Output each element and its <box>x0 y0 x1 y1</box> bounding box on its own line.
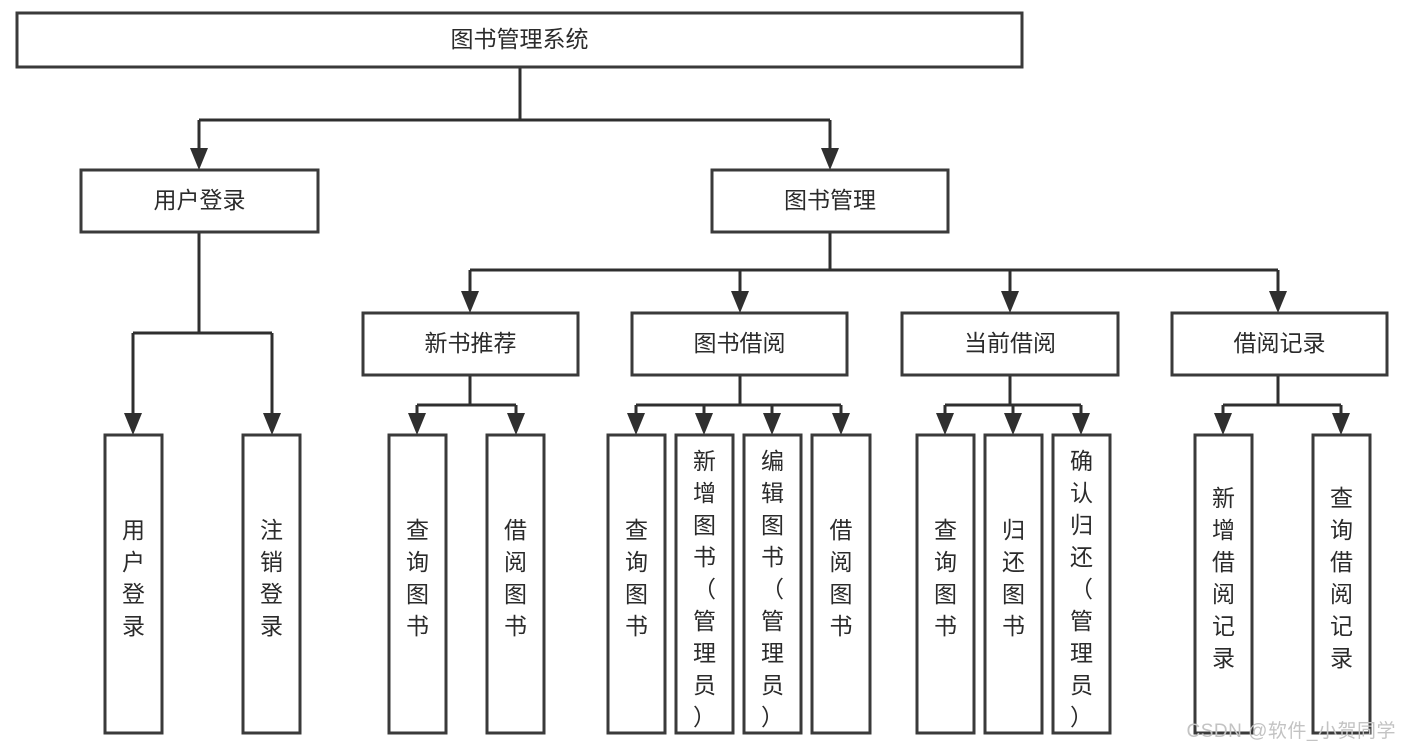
book-manage-drop-1-arrowhead <box>731 291 749 313</box>
node-leaf-query-book-recommend-box[interactable] <box>387 433 448 735</box>
node-leaf-return-book-box[interactable] <box>983 433 1044 735</box>
user-login-drop-1-arrowhead <box>263 413 281 435</box>
user-login-drop-0-arrowhead <box>124 413 142 435</box>
node-leaf-add-borrow-record-box[interactable] <box>1193 433 1254 735</box>
group-new-book-recommend-drop-1-arrowhead <box>507 413 525 435</box>
node-leaf-add-borrow-record[interactable]: 新增借阅记录 <box>1193 433 1254 735</box>
node-new-book-recommend-label: 新书推荐 <box>425 330 517 356</box>
node-leaf-add-book-admin-box[interactable] <box>674 433 735 735</box>
node-leaf-query-book-borrow-label: 查询图书 <box>625 517 648 639</box>
node-leaf-borrow-book-label: 借阅图书 <box>830 517 853 639</box>
csdn-watermark: CSDN @软件_小贺同学 <box>1186 721 1396 742</box>
node-borrow-record-box[interactable] <box>1170 311 1389 377</box>
node-book-manage-box[interactable] <box>710 168 950 234</box>
node-user-login[interactable]: 用户登录 <box>79 168 320 234</box>
node-leaf-borrow-book-box[interactable] <box>810 433 872 735</box>
connector-layer <box>124 67 1350 435</box>
node-leaf-add-book-admin[interactable]: 新增图书（管理员） <box>674 433 735 735</box>
node-leaf-user-login[interactable]: 用户登录 <box>103 433 164 735</box>
node-leaf-borrow-book-recommend-box[interactable] <box>485 433 546 735</box>
book-manage-drop-2-arrowhead <box>1001 291 1019 313</box>
group-book-borrow-drop-2-arrowhead <box>763 413 781 435</box>
node-leaf-query-borrow-record[interactable]: 查询借阅记录 <box>1311 433 1372 735</box>
node-book-borrow[interactable]: 图书借阅 <box>630 311 849 377</box>
group-current-borrow-drop-0-arrowhead <box>936 413 954 435</box>
node-borrow-record[interactable]: 借阅记录 <box>1170 311 1389 377</box>
node-root-label: 图书管理系统 <box>451 26 589 52</box>
node-root-box[interactable] <box>15 11 1024 69</box>
book-manage-drop-0-arrowhead <box>461 291 479 313</box>
node-leaf-query-book-borrow-box[interactable] <box>606 433 667 735</box>
node-leaf-edit-book-admin-label: 编辑图书（管理员） <box>761 448 784 730</box>
node-leaf-query-borrow-record-label: 查询借阅记录 <box>1330 485 1353 671</box>
node-leaf-return-book-label: 归还图书 <box>1002 517 1025 639</box>
root-drop-0-arrowhead <box>190 148 208 170</box>
node-user-login-box[interactable] <box>79 168 320 234</box>
book-manage-drop-3-arrowhead <box>1269 291 1287 313</box>
group-book-borrow-drop-0-arrowhead <box>627 413 645 435</box>
node-leaf-borrow-book[interactable]: 借阅图书 <box>810 433 872 735</box>
node-leaf-user-login-label: 用户登录 <box>122 517 145 639</box>
node-leaf-query-book-current-box[interactable] <box>915 433 976 735</box>
node-new-book-recommend[interactable]: 新书推荐 <box>361 311 580 377</box>
node-book-manage[interactable]: 图书管理 <box>710 168 950 234</box>
node-leaf-return-book[interactable]: 归还图书 <box>983 433 1044 735</box>
group-borrow-record-drop-1-arrowhead <box>1332 413 1350 435</box>
node-leaf-user-login-box[interactable] <box>103 433 164 735</box>
node-leaf-borrow-book-recommend-label: 借阅图书 <box>504 517 527 639</box>
node-layer: 图书管理系统用户登录图书管理新书推荐图书借阅当前借阅借阅记录用户登录注销登录查询… <box>15 11 1389 735</box>
group-new-book-recommend-drop-0-arrowhead <box>408 413 426 435</box>
node-leaf-query-book-current[interactable]: 查询图书 <box>915 433 976 735</box>
group-book-borrow-drop-1-arrowhead <box>695 413 713 435</box>
node-leaf-confirm-return-admin-box[interactable] <box>1051 433 1112 735</box>
group-book-borrow-drop-3-arrowhead <box>832 413 850 435</box>
node-current-borrow-label: 当前借阅 <box>964 330 1056 356</box>
group-current-borrow-drop-1-arrowhead <box>1004 413 1022 435</box>
group-current-borrow-drop-2-arrowhead <box>1072 413 1090 435</box>
node-leaf-query-book-recommend-label: 查询图书 <box>406 517 429 639</box>
node-leaf-query-borrow-record-box[interactable] <box>1311 433 1372 735</box>
node-leaf-confirm-return-admin-label: 确认归还（管理员） <box>1070 448 1093 730</box>
node-borrow-record-label: 借阅记录 <box>1234 330 1326 356</box>
node-book-borrow-box[interactable] <box>630 311 849 377</box>
node-leaf-query-book-borrow[interactable]: 查询图书 <box>606 433 667 735</box>
node-root[interactable]: 图书管理系统 <box>15 11 1024 69</box>
node-current-borrow-box[interactable] <box>900 311 1120 377</box>
node-leaf-logout[interactable]: 注销登录 <box>241 433 302 735</box>
node-current-borrow[interactable]: 当前借阅 <box>900 311 1120 377</box>
node-leaf-edit-book-admin-box[interactable] <box>742 433 803 735</box>
node-leaf-logout-label: 注销登录 <box>260 517 283 639</box>
node-new-book-recommend-box[interactable] <box>361 311 580 377</box>
root-drop-1-arrowhead <box>821 148 839 170</box>
node-leaf-add-borrow-record-label: 新增借阅记录 <box>1212 485 1235 671</box>
node-user-login-label: 用户登录 <box>154 187 246 213</box>
node-leaf-borrow-book-recommend[interactable]: 借阅图书 <box>485 433 546 735</box>
node-leaf-query-book-recommend[interactable]: 查询图书 <box>387 433 448 735</box>
node-book-borrow-label: 图书借阅 <box>694 330 786 356</box>
group-borrow-record-drop-0-arrowhead <box>1214 413 1232 435</box>
node-leaf-add-book-admin-label: 新增图书（管理员） <box>693 448 716 730</box>
node-leaf-edit-book-admin[interactable]: 编辑图书（管理员） <box>742 433 803 735</box>
node-leaf-confirm-return-admin[interactable]: 确认归还（管理员） <box>1051 433 1112 735</box>
node-leaf-query-book-current-label: 查询图书 <box>934 517 957 639</box>
node-leaf-logout-box[interactable] <box>241 433 302 735</box>
node-book-manage-label: 图书管理 <box>784 187 876 213</box>
